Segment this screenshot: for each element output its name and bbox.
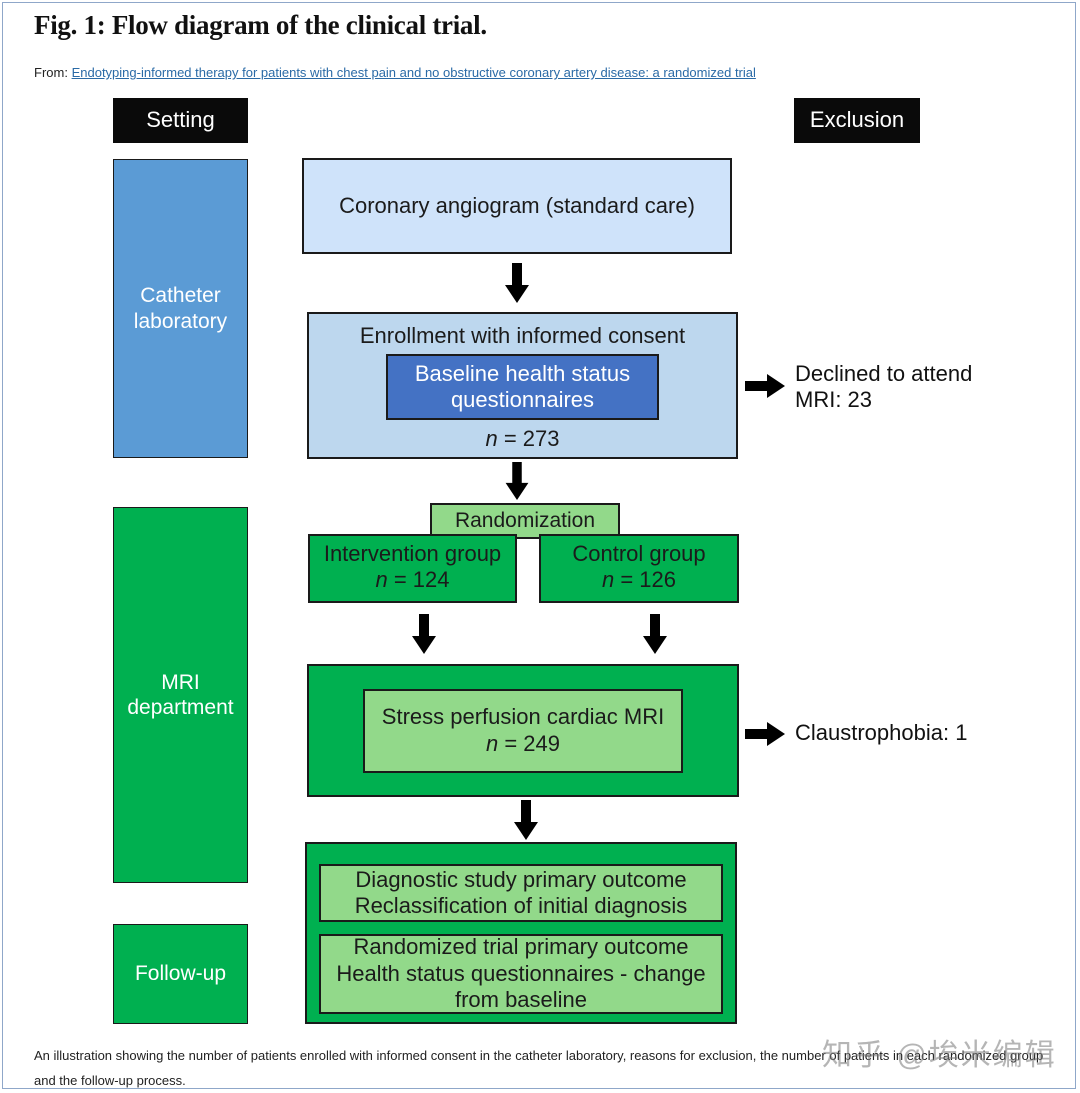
intervention-group-box: Intervention group n = 124 bbox=[308, 534, 517, 603]
angiogram-box: Coronary angiogram (standard care) bbox=[302, 158, 732, 254]
setting-follow-up: Follow-up bbox=[113, 924, 248, 1024]
arrow-down-outcomes bbox=[514, 800, 538, 840]
stress-perfusion-mri-box: Stress perfusion cardiac MRI n = 249 bbox=[363, 688, 683, 773]
arrow-down-control bbox=[643, 614, 667, 654]
arrow-down-intervention bbox=[412, 614, 436, 654]
source-line: From: Endotyping-informed therapy for pa… bbox=[34, 65, 756, 80]
outcomes-outer-box: Diagnostic study primary outcome Reclass… bbox=[305, 842, 737, 1024]
arrow-right-claustrophobia bbox=[745, 722, 785, 746]
mri-outer-box: Stress perfusion cardiac MRI n = 249 bbox=[307, 664, 739, 797]
exclusion-header: Exclusion bbox=[794, 98, 920, 143]
figure-caption: An illustration showing the number of pa… bbox=[34, 1048, 1044, 1088]
enrollment-box: Enrollment with informed consent Baselin… bbox=[307, 312, 738, 459]
source-article-link[interactable]: Endotyping-informed therapy for patients… bbox=[71, 65, 756, 80]
from-label: From: bbox=[34, 65, 68, 80]
control-group-count: n = 126 bbox=[601, 567, 677, 593]
stress-perfusion-mri-count: n = 249 bbox=[485, 730, 561, 756]
exclusion-declined-mri: Declined to attend MRI: 23 bbox=[795, 361, 973, 413]
watermark: 知乎 @埃米编辑 bbox=[822, 1039, 1057, 1072]
arrow-down-1 bbox=[505, 263, 529, 303]
diagnostic-outcome-line2: Reclassification of initial diagnosis bbox=[354, 893, 688, 918]
arrow-right-declined bbox=[745, 374, 785, 398]
setting-catheter-laboratory: Catheter laboratory bbox=[113, 159, 248, 458]
arrow-down-2 bbox=[505, 462, 529, 500]
control-group-label: Control group bbox=[572, 541, 706, 566]
randomized-outcome-line1: Randomized trial primary outcome bbox=[353, 934, 689, 960]
stress-perfusion-mri-label: Stress perfusion cardiac MRI bbox=[381, 704, 665, 730]
exclusion-claustrophobia: Claustrophobia: 1 bbox=[795, 720, 968, 745]
control-group-box: Control group n = 126 bbox=[539, 534, 739, 603]
randomized-outcome-line2: Health status questionnaires - change fr… bbox=[336, 960, 706, 1013]
figure-title: Fig. 1: Flow diagram of the clinical tri… bbox=[34, 10, 487, 40]
diagnostic-outcome-box: Diagnostic study primary outcome Reclass… bbox=[319, 864, 723, 922]
setting-mri-department: MRI department bbox=[113, 507, 248, 883]
randomization-box: Randomization bbox=[430, 503, 620, 539]
baseline-questionnaires-box: Baseline health status questionnaires bbox=[386, 354, 659, 421]
diagnostic-outcome-line1: Diagnostic study primary outcome bbox=[355, 866, 687, 892]
intervention-group-label: Intervention group bbox=[323, 541, 502, 566]
randomized-outcome-box: Randomized trial primary outcome Health … bbox=[319, 934, 723, 1014]
setting-header: Setting bbox=[113, 98, 248, 143]
enrollment-count: n = 273 bbox=[485, 426, 560, 452]
intervention-group-count: n = 124 bbox=[375, 567, 450, 593]
enrollment-title: Enrollment with informed consent bbox=[359, 323, 686, 348]
